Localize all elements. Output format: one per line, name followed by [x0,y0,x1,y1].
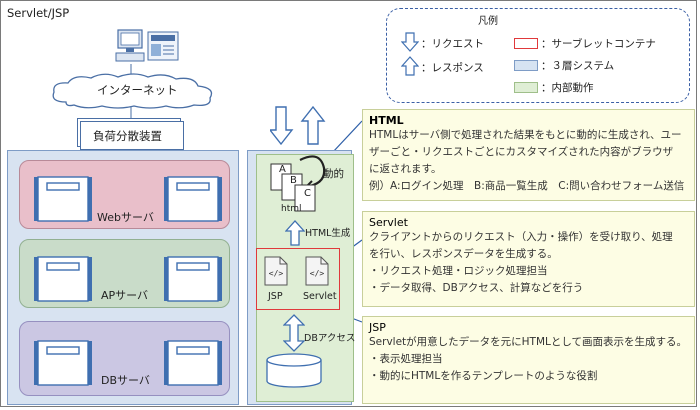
ap-server-label: APサーバ [101,289,149,302]
html-description-title: HTML [369,114,404,127]
db-access-arrow [283,314,305,352]
legend-container-label: ：サーブレットコンテナ [541,38,656,50]
servlet-description-line: クライアントからのリクエスト（入力・操作）を受け取り、処理 [369,231,673,243]
jsp-description-line: ・動的にHTMLを作るテンプレートのような役割 [369,370,598,382]
servlet-description-line: を行い、レスポンスデータを生成する。 [369,248,558,260]
load-balancer-label: 負荷分散装置 [93,129,162,143]
legend-response-arrow-icon [401,56,419,76]
legend-request-label: ：リクエスト [421,38,484,50]
legend-container-swatch [514,38,538,49]
servlet-icon-label: Servlet [303,291,337,302]
database-icon [266,353,322,388]
html-description-line: に返されます。 [369,163,442,175]
svg-text:</>: </> [269,269,284,278]
diagram-title: Servlet/JSP [7,6,70,20]
jsp-icon-label: JSP [268,291,283,302]
web-server-label: Webサーバ [97,211,154,224]
jsp-description: JSP Servletが用意したデータを元にHTMLとして画面表示を生成する。 … [362,316,695,404]
legend-response-label: ：レスポンス [421,62,484,74]
legend-internal-swatch [514,82,538,93]
legend-three-tier-swatch [514,60,538,71]
page-a-label: A [279,164,286,175]
db-access-label: DBアクセス [304,333,356,344]
db-server-icon-1 [34,340,92,386]
legend-internal-label: ：内部動作 [541,82,594,94]
jsp-description-line: ・表示処理担当 [369,353,443,365]
servlet-description: Servlet クライアントからのリクエスト（入力・操作）を受け取り、処理 を行… [362,211,695,307]
html-pages-icon [270,155,326,212]
client-pc-icon [115,29,179,62]
db-server-icon-2 [164,340,222,386]
page-c-label: C [304,188,311,199]
legend-heading: 凡例 [478,16,498,27]
internet-label: インターネット [97,83,178,97]
legend [386,8,690,103]
load-balancer [80,121,184,150]
ap-server-icon-1 [34,256,92,302]
servlet-description-title: Servlet [369,216,408,229]
servlet-container [256,248,340,310]
legend-request-arrow-icon [401,32,419,52]
servlet-file-icon: </> [305,256,329,286]
html-generate-arrow [285,220,305,246]
legend-three-tier-label: ：３層システム [541,60,615,72]
servlet-description-line: ・リクエスト処理・ロジック処理担当 [369,265,548,277]
html-description-line: HTMLはサーバ側で処理された結果をもとに動的に生成され、ユー [369,129,682,141]
page-b-label: B [290,175,297,186]
svg-text:</>: </> [310,269,325,278]
html-description: HTML HTMLはサーバ側で処理された結果をもとに動的に生成され、ユー ザーご… [362,109,695,201]
html-generate-label: HTML生成 [305,228,351,239]
jsp-description-title: JSP [369,321,386,334]
html-description-line: 例）A:ログイン処理 B:商品一覧生成 C:問い合わせフォーム送信 [369,180,685,192]
jsp-file-icon: </> [264,256,288,286]
jsp-description-line: Servletが用意したデータを元にHTMLとして画面表示を生成する。 [369,336,688,348]
request-response-arrows [270,106,326,146]
html-label: html [281,204,302,214]
web-server-icon-1 [34,176,92,222]
db-server-label: DBサーバ [101,374,150,387]
dynamic-label: 動的 [323,168,344,180]
servlet-description-line: ・データ取得、DBアクセス、計算などを行う [369,282,584,294]
web-server-icon-2 [164,176,222,222]
html-description-line: ザーごと・リクエストごとにカスタマイズされた内容がブラウザ [369,146,674,158]
ap-server-icon-2 [164,256,222,302]
internet-cloud-icon [52,73,213,109]
